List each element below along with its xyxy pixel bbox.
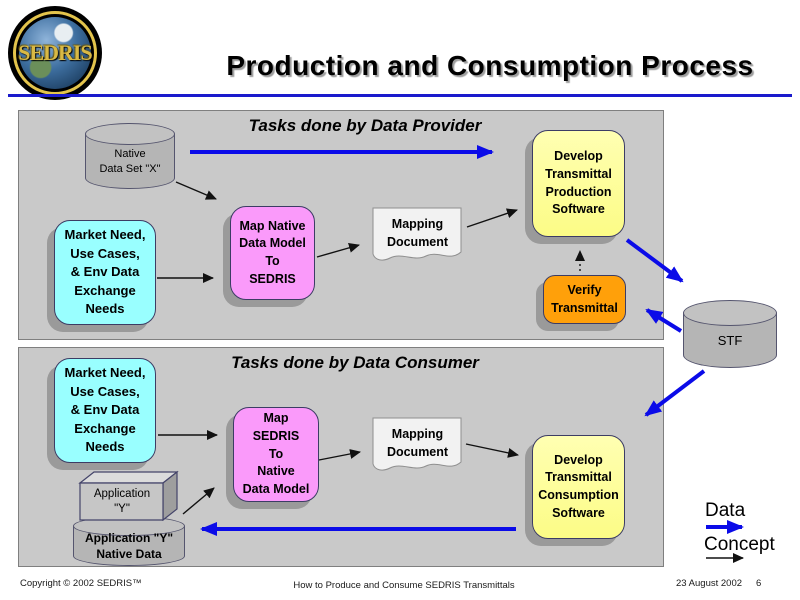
consumer-market-need-label: Market Need, Use Cases, & Env Data Excha…: [64, 365, 146, 455]
map-native-to-sedris-label: Map Native Data Model To SEDRIS: [239, 218, 306, 286]
cylinder-top: [85, 123, 175, 145]
footer-copyright: Copyright © 2002 SEDRIS™: [20, 578, 142, 589]
document-shape: [372, 207, 462, 261]
legend-concept-label: Concept: [704, 534, 775, 555]
stf-label: STF: [717, 332, 743, 348]
application-y-native-data-cylinder: Application "Y" Native Data: [73, 516, 185, 566]
footer-page-number: 6: [756, 578, 762, 589]
native-data-set-label: Native Data Set "X": [99, 147, 161, 175]
application-y-label: Application "Y": [93, 487, 151, 515]
footer-date: 23 August 2002: [676, 578, 743, 589]
page-title: Production and Consumption Process: [226, 50, 754, 81]
provider-section-title: Tasks done by Data Provider: [248, 116, 482, 135]
native-data-set-cylinder: Native Data Set "X": [85, 123, 175, 189]
map-sedris-to-native-box: Map SEDRIS To Native Data Model: [233, 407, 319, 502]
sedris-logo-icon: SEDRIS: [8, 6, 102, 100]
consumer-section-title: Tasks done by Data Consumer: [231, 353, 479, 372]
logo-ring: [13, 11, 97, 95]
consumer-market-need-box: Market Need, Use Cases, & Env Data Excha…: [54, 358, 156, 463]
consumer-mapping-document-label: Mapping Document: [386, 427, 449, 459]
verify-transmittal-box: Verify Transmittal: [543, 275, 626, 324]
consumer-mapping-document: Mapping Document: [372, 417, 463, 478]
map-sedris-to-native-label: Map SEDRIS To Native Data Model: [242, 411, 310, 497]
provider-market-need-box: Market Need, Use Cases, & Env Data Excha…: [54, 220, 156, 325]
provider-mapping-document: Mapping Document: [372, 207, 463, 268]
map-native-to-sedris-box: Map Native Data Model To SEDRIS: [230, 206, 315, 300]
develop-consumption-software-box: Develop Transmittal Consumption Software: [532, 435, 625, 539]
application-y-box: Application "Y": [66, 468, 179, 522]
legend-data-label: Data: [705, 500, 746, 521]
verify-transmittal-label: Verify Transmittal: [551, 282, 618, 315]
logo-text: SEDRIS: [18, 40, 92, 65]
footer-center-text: How to Produce and Consume SEDRIS Transm…: [293, 580, 515, 591]
cylinder-top: [683, 300, 777, 326]
develop-production-software-box: Develop Transmittal Production Software: [532, 130, 625, 237]
provider-mapping-document-label: Mapping Document: [386, 217, 449, 249]
application-y-native-data-label: Application "Y" Native Data: [84, 530, 174, 561]
cube-shape: [78, 470, 179, 522]
provider-market-need-label: Market Need, Use Cases, & Env Data Excha…: [64, 227, 146, 317]
develop-production-software-label: Develop Transmittal Production Software: [545, 149, 612, 217]
stf-cylinder: STF: [683, 300, 777, 368]
develop-consumption-software-label: Develop Transmittal Consumption Software: [538, 452, 619, 520]
document-shape: [372, 417, 462, 471]
cylinder-body: [85, 134, 175, 189]
title-underline: [8, 94, 792, 97]
